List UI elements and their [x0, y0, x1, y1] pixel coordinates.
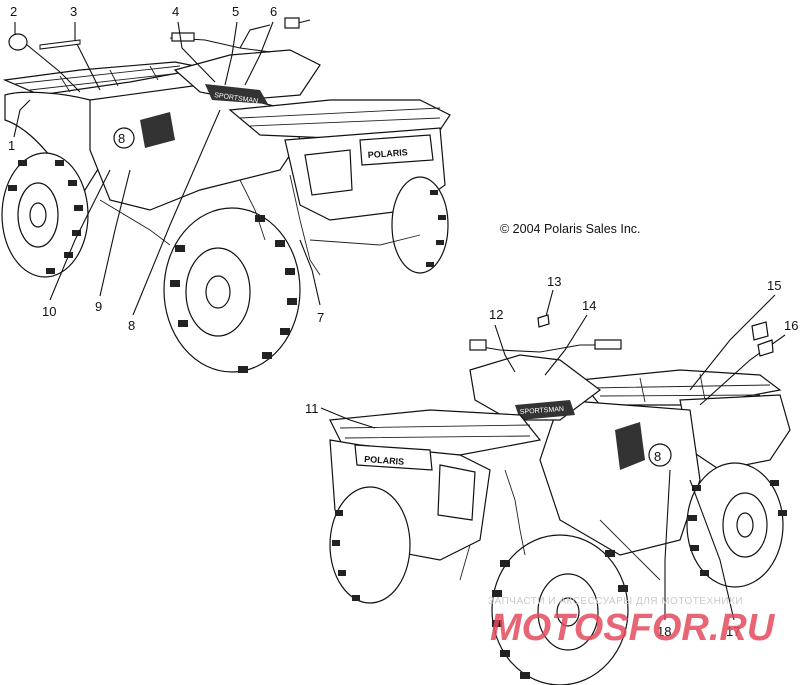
watermark-logo-text: MOTOSFOR.RU	[490, 607, 776, 649]
decal-16	[757, 339, 774, 357]
atv-top-illustration: 8 SPORTSMAN POLARIS	[1, 17, 451, 373]
front-wheel-top	[163, 207, 301, 373]
leader-lines	[13, 21, 786, 621]
callout-16: 16	[784, 318, 798, 333]
callout-14: 14	[582, 298, 596, 313]
callout-13: 13	[547, 274, 561, 289]
callout-12: 12	[489, 307, 503, 322]
callout-1: 1	[8, 138, 15, 153]
decal-parts	[8, 33, 774, 357]
polaris-badge-text-bottom: POLARIS	[364, 454, 405, 467]
decal-2-oval	[8, 33, 28, 51]
callout-8: 8	[128, 318, 135, 333]
watermark-subtitle: ЗАПЧАСТИ И АКСЕССУАРЫ ДЛЯ МОТОТЕХНИКИ	[488, 596, 743, 607]
polaris-badge-text-top: POLARIS	[367, 147, 408, 160]
callout-17: 17	[726, 624, 740, 639]
callout-2: 2	[10, 4, 17, 19]
copyright-caption: © 2004 Polaris Sales Inc.	[500, 222, 641, 236]
callout-9: 9	[95, 299, 102, 314]
callout-5: 5	[232, 4, 239, 19]
decal-3-strip	[39, 39, 81, 50]
atv-bottom-illustration: 8 SPORTSMAN POLARIS	[329, 339, 791, 685]
rear-wheel-bottom	[686, 462, 787, 588]
callout-11: 11	[305, 401, 319, 416]
front-wheel-bottom	[491, 534, 629, 685]
tank-number-text-bottom: 8	[654, 449, 661, 464]
callout-6: 6	[270, 4, 277, 19]
rear-wheel-top	[1, 152, 89, 278]
callout-3: 3	[70, 4, 77, 19]
callout-4: 4	[172, 4, 179, 19]
callout-18: 18	[657, 624, 671, 639]
decal-13	[537, 314, 550, 328]
far-front-wheel-top	[391, 176, 449, 274]
watermark: ЗАПЧАСТИ И АКСЕССУАРЫ ДЛЯ МОТОТЕХНИКИ MO…	[488, 596, 776, 649]
callout-7: 7	[317, 310, 324, 325]
callout-15: 15	[767, 278, 781, 293]
callout-labels: 1 2 3 4 5 6 7 8 9 10 11 12 13 14 15 16 1…	[8, 4, 798, 639]
sportsman-decal-text-bottom: SPORTSMAN	[520, 406, 565, 416]
decal-15	[751, 321, 769, 341]
far-front-wheel-bottom	[329, 486, 411, 604]
tank-number-text: 8	[118, 131, 125, 146]
callout-10: 10	[42, 304, 56, 319]
